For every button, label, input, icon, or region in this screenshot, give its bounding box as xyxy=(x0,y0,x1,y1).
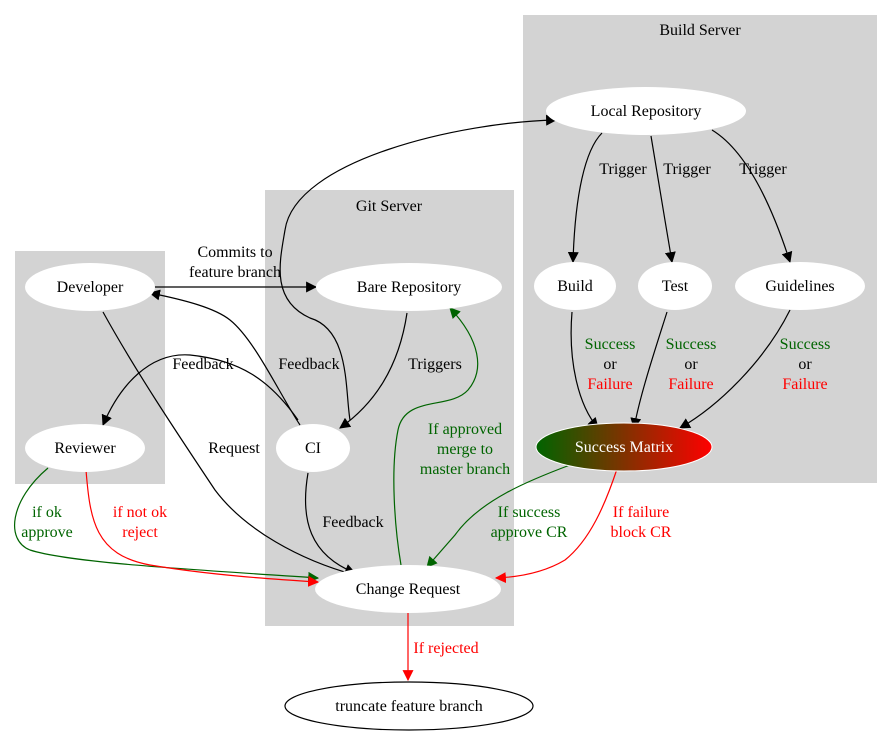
label-triggers: Triggers xyxy=(408,356,462,373)
node-success-matrix[interactable]: Success Matrix xyxy=(535,422,713,472)
label-matrix-failure-line1: If failure xyxy=(613,504,669,521)
node-test[interactable]: Test xyxy=(638,262,712,310)
node-reviewer[interactable]: Reviewer xyxy=(25,424,145,472)
node-success-matrix-label: Success Matrix xyxy=(575,439,673,456)
label-test-success: Success xyxy=(666,336,717,353)
label-test-or: or xyxy=(684,356,698,373)
label-guidelines-success: Success xyxy=(780,336,831,353)
label-commits-line2: feature branch xyxy=(189,264,281,281)
label-approved-line3: master branch xyxy=(420,461,510,478)
cluster-git-server: Git Server xyxy=(265,190,514,626)
label-matrix-failure-line2: block CR xyxy=(611,524,672,541)
label-feedback-developer: Feedback xyxy=(278,356,339,373)
label-approved-line1: If approved xyxy=(428,421,502,438)
label-guidelines-failure: Failure xyxy=(782,376,827,393)
edge-ci-to-developer xyxy=(148,289,301,426)
node-ci-label: CI xyxy=(305,440,321,457)
label-test-failure: Failure xyxy=(668,376,713,393)
node-change-request-label: Change Request xyxy=(356,581,461,598)
edge-local-repo-to-build xyxy=(567,132,603,264)
edge-matrix-to-change-request-block xyxy=(494,468,618,584)
cluster-build-server: Build Server xyxy=(523,15,877,483)
cluster-build-server-label: Build Server xyxy=(659,22,741,39)
node-bare-repository[interactable]: Bare Repository xyxy=(316,263,502,311)
edge-ci-to-local-repository xyxy=(279,114,558,421)
label-feedback-reviewer: Feedback xyxy=(172,356,233,373)
label-commits-line1: Commits to xyxy=(197,244,272,261)
node-bare-repository-label: Bare Repository xyxy=(357,279,461,296)
edges xyxy=(14,114,793,682)
node-change-request[interactable]: Change Request xyxy=(315,565,501,613)
label-trigger-guidelines: Trigger xyxy=(739,161,787,178)
label-matrix-success-line2: approve CR xyxy=(491,524,568,541)
label-approved-line2: merge to xyxy=(437,441,493,458)
label-notok-line1: if not ok xyxy=(113,504,167,521)
node-build-label: Build xyxy=(557,278,593,295)
label-ok-line2: approve xyxy=(21,524,73,541)
edge-change-request-to-bare-repository xyxy=(393,307,479,566)
edge-ci-to-reviewer xyxy=(101,354,299,427)
node-guidelines[interactable]: Guidelines xyxy=(735,262,865,310)
label-trigger-test: Trigger xyxy=(663,161,711,178)
label-ok-line1: if ok xyxy=(32,504,62,521)
node-truncate-feature-branch[interactable]: truncate feature branch xyxy=(284,681,534,731)
node-reviewer-label: Reviewer xyxy=(54,440,116,457)
node-local-repository[interactable]: Local Repository xyxy=(546,87,746,135)
node-ci[interactable]: CI xyxy=(276,424,350,472)
node-guidelines-label: Guidelines xyxy=(765,278,834,295)
node-truncate-feature-branch-label: truncate feature branch xyxy=(335,698,482,715)
edge-developer-to-change-request xyxy=(102,311,357,578)
label-request: Request xyxy=(208,440,260,457)
node-build[interactable]: Build xyxy=(534,262,616,310)
node-test-label: Test xyxy=(662,278,689,295)
label-matrix-success-line1: If success xyxy=(498,504,561,521)
edge-reviewer-to-change-request-reject xyxy=(85,469,320,587)
edge-guidelines-to-success-matrix xyxy=(679,309,791,429)
label-guidelines-or: or xyxy=(798,356,812,373)
label-build-success: Success xyxy=(585,336,636,353)
label-build-or: or xyxy=(603,356,617,373)
label-if-rejected: If rejected xyxy=(413,640,478,657)
label-build-failure: Failure xyxy=(587,376,632,393)
label-notok-line2: reject xyxy=(122,524,158,541)
label-trigger-build: Trigger xyxy=(599,161,647,178)
edge-bare-repo-to-ci xyxy=(339,312,408,429)
edge-test-to-success-matrix xyxy=(630,311,668,430)
edge-matrix-to-change-request-approve xyxy=(426,464,571,568)
cluster-git-server-label: Git Server xyxy=(356,198,423,215)
label-feedback-ci: Feedback xyxy=(322,514,383,531)
edge-labels: Commits to feature branch Trigger Trigge… xyxy=(21,161,830,657)
edge-local-repo-to-guidelines xyxy=(711,129,793,264)
edge-local-repo-to-test xyxy=(650,135,676,264)
node-developer-label: Developer xyxy=(57,279,124,296)
edge-build-to-success-matrix xyxy=(570,311,599,429)
edge-ci-to-change-request xyxy=(304,472,357,575)
node-developer[interactable]: Developer xyxy=(25,263,155,311)
edge-reviewer-to-change-request-approve xyxy=(14,467,320,583)
node-local-repository-label: Local Repository xyxy=(591,103,702,120)
